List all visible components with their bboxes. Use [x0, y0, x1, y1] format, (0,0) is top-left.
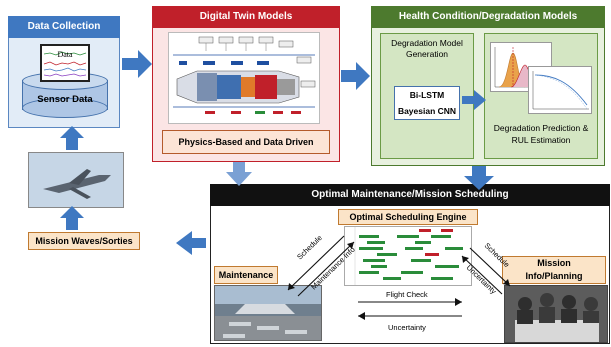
prediction-line-1: Degradation Prediction &: [493, 123, 589, 133]
degradation-model-generation-label: Degradation Model Generation: [391, 38, 463, 59]
maintenance-label: Maintenance: [214, 266, 278, 284]
arrow-scheduling-to-waves: [176, 231, 206, 255]
engine-model-diagram: [168, 32, 320, 124]
arrow-dt-to-scheduling-shaft: [233, 162, 245, 172]
hangar-photo-illustration: [215, 286, 321, 340]
physics-data-driven-label: Physics-Based and Data Driven: [162, 130, 330, 154]
arrow-jet-to-sensor: [60, 126, 84, 150]
arrow-dt-to-hc: [341, 62, 370, 90]
sensor-database-bottom: [22, 98, 108, 118]
bilstm-label: Bi-LSTM: [409, 90, 445, 100]
gantt-bars: [354, 227, 463, 285]
bayesian-cnn-label: Bayesian CNN: [397, 106, 457, 116]
digital-twin-title: Digital Twin Models: [152, 6, 340, 28]
gantt-chart-thumbnail: [344, 226, 472, 286]
arrow-dc-to-dt: [122, 50, 152, 78]
engine-schematic: [173, 36, 316, 114]
mission-waves-label: Mission Waves/Sorties: [28, 232, 140, 250]
mission-line-2: Info/Planning: [525, 271, 583, 281]
maintenance-hangar-photo: [214, 285, 322, 341]
fighter-jet-photo: [28, 152, 124, 208]
scheduling-title: Optimal Maintenance/Mission Scheduling: [210, 184, 610, 206]
degradation-prediction-label: Degradation Prediction & RUL Estimation: [484, 122, 598, 146]
mission-line-1: Mission: [537, 258, 571, 268]
data-collection-title: Data Collection: [8, 16, 120, 38]
mission-briefing-photo: [504, 285, 608, 343]
rul-curve-thumbnail: [528, 66, 592, 114]
arrow-waves-to-jet: [60, 206, 84, 230]
mission-planning-label: Mission Info/Planning: [502, 256, 606, 284]
health-condition-title: Health Condition/Degradation Models: [371, 6, 605, 28]
sensor-signal-traces: [43, 51, 87, 77]
scheduling-engine-label: Optimal Scheduling Engine: [338, 209, 478, 225]
bilstm-bayesian-cnn-box: Bi-LSTM Bayesian CNN: [394, 86, 460, 120]
jet-illustration: [29, 153, 123, 207]
rul-curve: [532, 71, 589, 110]
prediction-line-2: RUL Estimation: [511, 135, 571, 145]
briefing-photo-illustration: [505, 286, 607, 342]
sensor-data-label: Sensor Data: [37, 94, 93, 105]
monitor-data-label: Data: [57, 50, 73, 59]
monitor-icon: [40, 44, 90, 82]
